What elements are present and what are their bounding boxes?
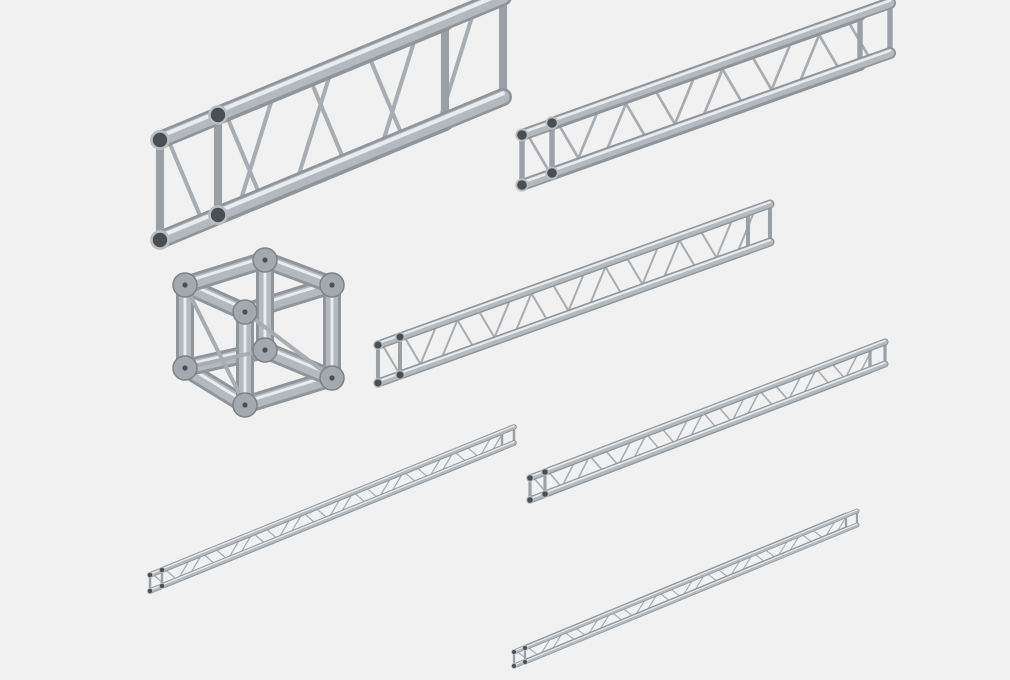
tube-end xyxy=(522,645,528,651)
tube-end xyxy=(526,474,534,482)
tube-end xyxy=(511,663,517,669)
tube-end xyxy=(516,129,528,141)
tube-end xyxy=(511,649,517,655)
tube-end xyxy=(151,231,169,249)
truss-brace xyxy=(151,435,493,586)
truss-segment-lower-right xyxy=(526,338,889,504)
tube-end xyxy=(541,468,549,476)
tube-end xyxy=(151,131,169,149)
truss-segment-large xyxy=(150,0,512,250)
truss-brace xyxy=(163,430,505,581)
truss-segment-lower-left xyxy=(146,424,517,595)
truss-segment-bottom-right xyxy=(511,508,860,669)
tube-end xyxy=(546,117,558,129)
truss-segment-medium-center xyxy=(373,199,775,388)
tube-end xyxy=(395,332,405,342)
truss-brace xyxy=(532,351,860,495)
truss-segment-long-top-right xyxy=(515,0,896,192)
tube-end xyxy=(147,588,153,594)
tube-end xyxy=(541,490,549,498)
tube-end xyxy=(209,106,227,124)
truss-brace xyxy=(555,17,873,165)
truss-brace xyxy=(547,345,875,489)
tube-end xyxy=(373,378,383,388)
truss-brace xyxy=(525,29,843,177)
tube-end xyxy=(159,583,165,589)
truss-brace xyxy=(165,31,419,225)
truss-brace xyxy=(223,6,477,200)
tube-end xyxy=(209,206,227,224)
tube-end xyxy=(516,179,528,191)
tube-end xyxy=(147,572,153,578)
tube-end xyxy=(526,496,534,504)
tube-end xyxy=(546,167,558,179)
tube-end xyxy=(395,370,405,380)
tube-end xyxy=(373,340,383,350)
truss-brace xyxy=(402,208,757,369)
truss-corner-block xyxy=(172,247,345,418)
tube-end xyxy=(159,567,165,573)
truss-brace xyxy=(526,514,849,657)
truss-brace xyxy=(380,216,735,377)
truss-brace xyxy=(515,518,838,661)
tube-end xyxy=(522,659,528,665)
